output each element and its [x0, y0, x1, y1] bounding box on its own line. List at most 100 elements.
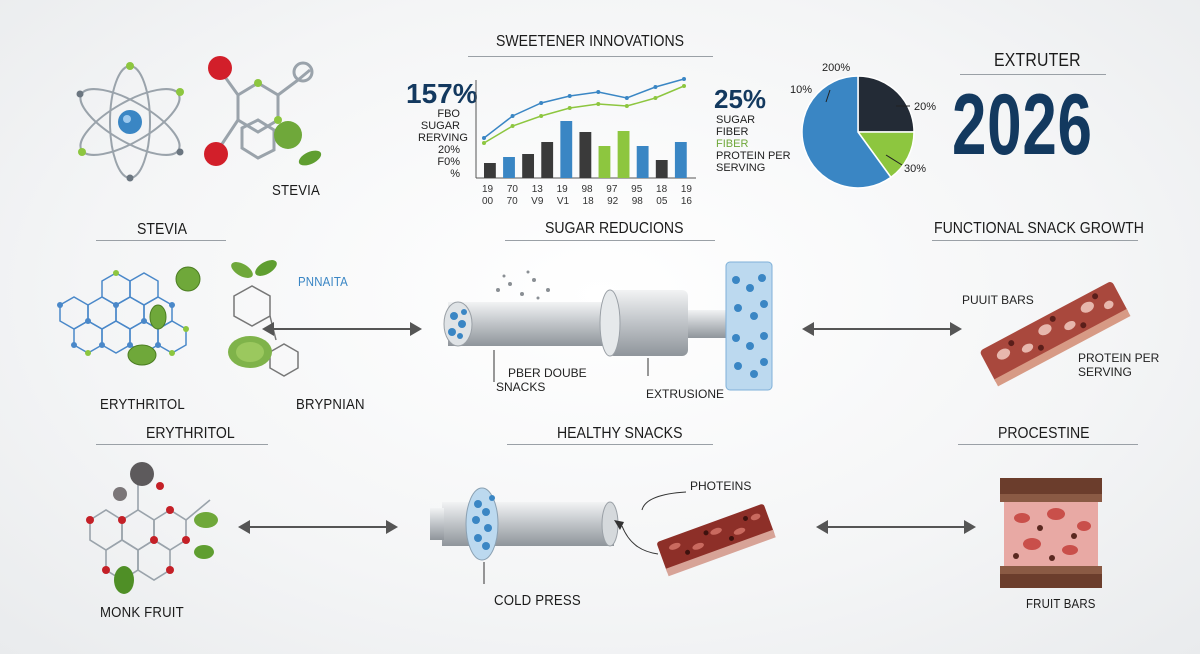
procestine-rule [958, 444, 1138, 445]
fruit-bars-label: FRUIT BARS [1026, 596, 1096, 611]
bar [655, 160, 668, 178]
brand-name: EXTRUTER [994, 50, 1081, 70]
right-labels: SUGAR FIBER FIBER PROTEIN PER SERVING [716, 114, 791, 174]
left-label: SUGAR [420, 120, 460, 132]
trend-line-blue-point [653, 85, 658, 89]
atom-icon [76, 62, 184, 182]
sugar-reductions-title: SUGAR REDUCIONS [545, 220, 684, 237]
double-arrow-icon [816, 520, 976, 534]
left-label: F0% [437, 156, 460, 168]
pie-label: 200% [822, 62, 851, 74]
puuit-bars-label: PUUIT BARS [962, 293, 1034, 307]
x-tick: 98 [581, 184, 593, 195]
brand-year: 2026 [952, 77, 1093, 173]
healthy-snacks-rule [507, 444, 713, 445]
protein-bar-icon [657, 504, 776, 577]
bar [541, 142, 554, 178]
cold-press-machine-icon [430, 487, 619, 584]
cold-press-label: COLD PRESS [494, 592, 581, 609]
extrusion-label: EXTRUSIONE [646, 387, 725, 401]
brypnian-label: BRYPNIAN [296, 396, 365, 413]
bar [674, 142, 687, 178]
trend-line-blue [483, 78, 685, 139]
stevia-section-title: STEVIA [137, 221, 188, 238]
x-tick: 13 [531, 184, 543, 195]
pie-slice [856, 131, 915, 179]
functional-title: FUNCTIONAL SNACK GROWTH [934, 220, 1144, 237]
left-labels: FBO SUGAR RERVING 20% F0% % [418, 108, 468, 180]
serving-label: SERVING [1078, 365, 1132, 379]
monk-fruit-label: MONK FRUIT [100, 604, 184, 621]
trend-line-green-point [653, 96, 658, 100]
pie-label: 10% [790, 84, 813, 96]
pie-slice [801, 75, 892, 189]
right-label: FIBER [716, 126, 749, 138]
erythritol-rule [96, 444, 268, 445]
bar-chart [475, 77, 696, 179]
trend-line-green-point [682, 84, 686, 88]
x-tick: 97 [606, 184, 618, 195]
left-stat: 157% [406, 78, 478, 109]
trend-line-green-point [482, 141, 486, 145]
chart-title-rule [468, 56, 713, 57]
protein-per-label: PROTEIN PER [1078, 351, 1160, 365]
curved-pointer-icon [614, 491, 687, 555]
hexagon-network-icon [57, 266, 201, 366]
leaf-ring-icon [228, 260, 299, 377]
left-label: 20% [437, 144, 460, 156]
trend-line-green-point [567, 106, 572, 110]
bar [484, 163, 496, 178]
x-tick: 19 [556, 184, 568, 195]
x-ticks-bottom: 00 70 V9 V1 18 92 98 05 16 [482, 196, 692, 207]
trend-line-green-point [510, 124, 515, 128]
x-tick: 95 [631, 184, 643, 195]
x-tick: 92 [607, 196, 619, 207]
sugar-reductions-rule [505, 240, 715, 241]
fruit-bar-icon [980, 282, 1131, 387]
x-tick: 19 [482, 184, 494, 195]
complex-molecule-icon [86, 462, 218, 594]
x-tick: V9 [531, 196, 544, 207]
proteins-label: PHOTEINS [690, 479, 752, 493]
pie-label: 20% [914, 101, 937, 113]
bar [503, 157, 515, 178]
x-tick: 00 [482, 196, 494, 207]
trend-line-blue-point [510, 114, 515, 118]
double-arrow-icon [262, 322, 422, 336]
x-tick: 18 [582, 196, 594, 207]
molecule-icon [204, 56, 322, 166]
x-tick: 19 [680, 184, 692, 195]
x-tick: 05 [656, 196, 668, 207]
functional-rule [932, 240, 1138, 241]
right-stat: 25% [714, 84, 767, 114]
extruder-machine-icon [443, 261, 773, 391]
trend-line-green-point [539, 114, 544, 118]
trend-line-green-point [596, 102, 601, 106]
pie-pointer-icons [825, 89, 910, 166]
erythritol-title: ERYTHRITOL [146, 425, 235, 442]
double-arrow-icon [238, 520, 398, 534]
stevia-rule [96, 240, 226, 241]
x-ticks-top: 19 70 13 19 98 97 95 18 19 [482, 184, 692, 195]
chart-title: SWEETENER INNOVATIONS [496, 33, 685, 50]
bar [617, 131, 630, 178]
left-label: RERVING [418, 132, 468, 144]
bar [560, 121, 573, 178]
fiber-double-label: PBER DOUBE [508, 366, 587, 380]
trend-line-blue-point [539, 101, 544, 105]
procestine-title: PROCESTINE [998, 425, 1090, 442]
right-label: PROTEIN PER [716, 150, 791, 162]
trend-line-blue-point [682, 77, 686, 81]
pnnaita-label: PNNAITA [298, 274, 348, 289]
x-tick: 70 [506, 196, 518, 207]
bar [522, 154, 535, 178]
bar [598, 146, 611, 178]
left-label: % [450, 168, 460, 180]
right-label: SERVING [716, 162, 766, 174]
right-label: FIBER [716, 138, 749, 150]
snacks-label: SNACKS [496, 380, 546, 394]
pie-slice [857, 75, 915, 133]
pie-chart [801, 75, 915, 189]
x-tick: 98 [631, 196, 643, 207]
trend-line-blue-point [567, 94, 572, 98]
